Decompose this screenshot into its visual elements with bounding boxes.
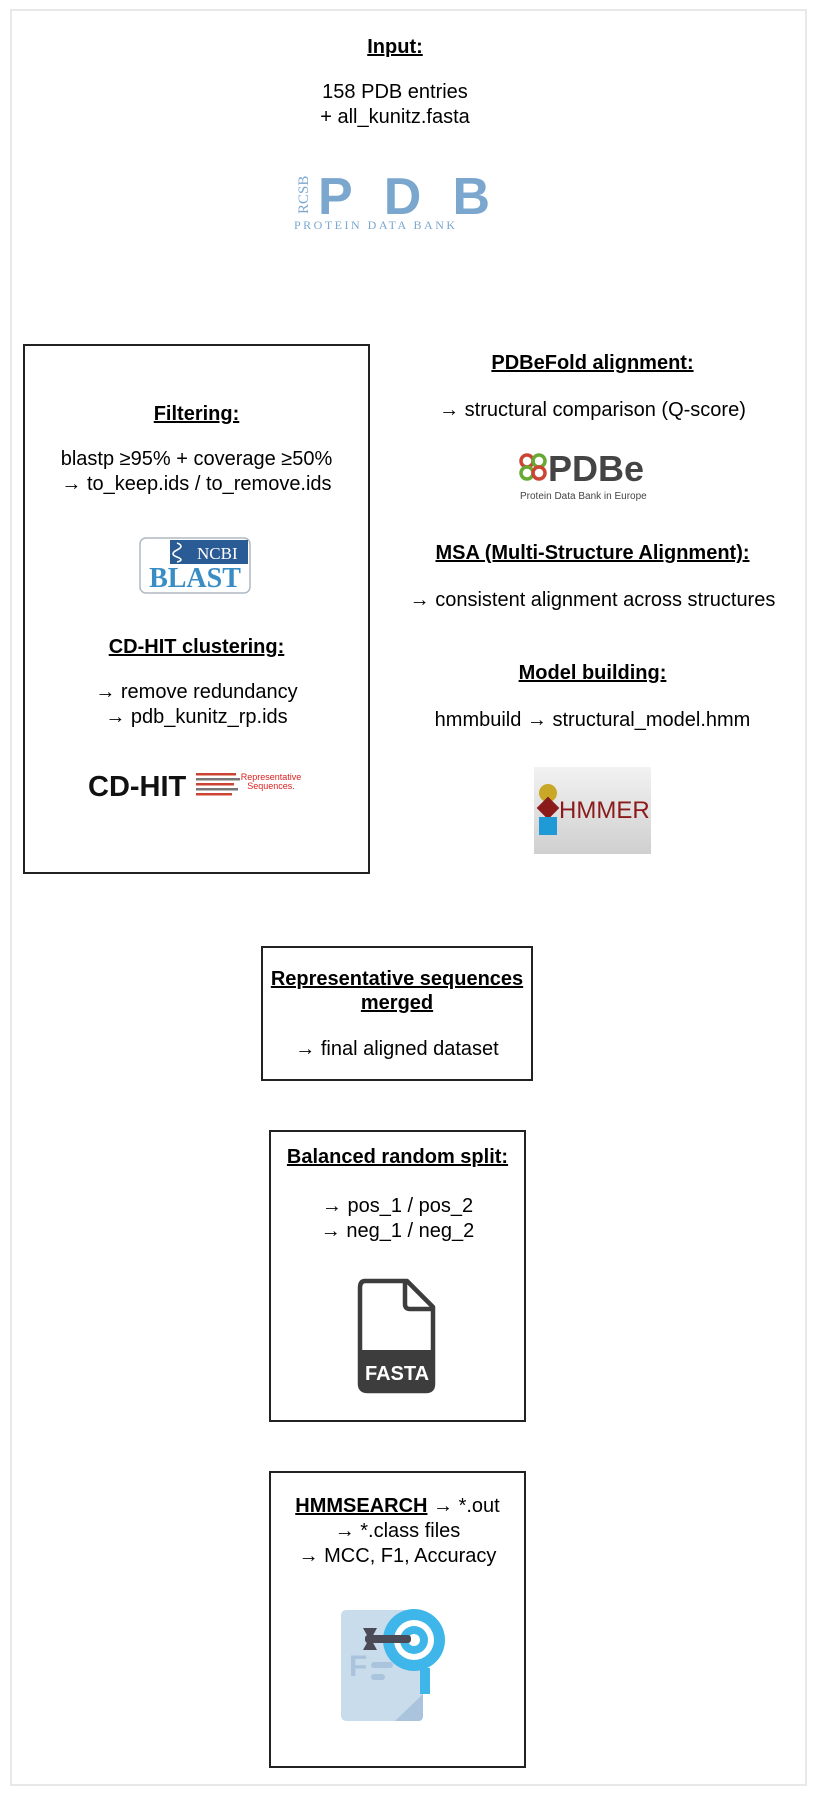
pdb-logo-side: RCSB [296, 176, 312, 214]
model-line: hmmbuild → structural_model.hmm [434, 709, 751, 731]
split-line-2: → neg_1 / neg_2 [320, 1220, 475, 1242]
fasta-icon-label: FASTA [365, 1363, 429, 1385]
input-line-1: 158 PDB entries [322, 81, 468, 103]
merged-heading-line-1: Representative sequences [270, 968, 524, 990]
split-line-1: → pos_1 / pos_2 [321, 1195, 474, 1217]
blast-logo-top: NCBI [197, 544, 238, 563]
search-line-1: → *.class files [334, 1520, 461, 1542]
model-heading: Model building: [518, 662, 667, 684]
pdbefold-section: PDBeFold alignment: → structural compari… [395, 352, 790, 423]
model-section: Model building: hmmbuild → structural_mo… [395, 662, 790, 733]
cdhit-logo: CD-HIT Representative Sequences. [88, 771, 302, 803]
split-section: Balanced random split: → pos_1 / pos_2 →… [271, 1146, 524, 1244]
blast-logo-bottom: BLAST [149, 563, 241, 594]
pdbe-logo-text: PDBe [548, 452, 644, 489]
search-box [269, 1471, 526, 1768]
input-section: Input: 158 PDB entries + all_kunitz.fast… [250, 36, 540, 130]
fasta-file-icon: FASTA [357, 1278, 436, 1394]
cdhit-heading: CD-HIT clustering: [108, 636, 285, 658]
filtering-line-1: blastp ≥95% + coverage ≥50% [60, 448, 333, 470]
cdhit-logo-tag: Representative Sequences. [240, 773, 302, 791]
input-line-2: + all_kunitz.fasta [320, 106, 470, 128]
split-box [269, 1130, 526, 1422]
cdhit-line-2: → pdb_kunitz_rp.ids [105, 706, 288, 728]
pdbefold-heading: PDBeFold alignment: [491, 352, 694, 374]
search-section: HMMSEARCH → *.out → *.class files → MCC,… [271, 1494, 524, 1569]
svg-text:F: F [349, 1650, 367, 1683]
pdb-logo: RCSB PDB PROTEIN DATA BANK [294, 170, 490, 232]
search-heading: HMMSEARCH [295, 1495, 428, 1517]
pdbe-logo-sub: Protein Data Bank in Europe [520, 491, 647, 502]
pdbe-logo: PDBe Protein Data Bank in Europe [519, 452, 647, 502]
search-line-2: → MCC, F1, Accuracy [298, 1545, 497, 1567]
msa-line: → consistent alignment across structures [409, 589, 776, 611]
merged-heading-line-2: merged [360, 992, 434, 1014]
pdbefold-line: → structural comparison (Q-score) [439, 399, 746, 421]
filtering-line-2: → to_keep.ids / to_remove.ids [61, 473, 332, 495]
filtering-box [23, 344, 370, 874]
blast-logo: NCBI BLAST [139, 537, 251, 594]
input-heading: Input: [367, 36, 423, 58]
cdhit-section: CD-HIT clustering: → remove redundancy →… [25, 636, 368, 730]
merged-section: Representative sequences merged → final … [263, 967, 531, 1062]
cdhit-logo-bars [196, 773, 240, 796]
filtering-section: Filtering: blastp ≥95% + coverage ≥50% →… [25, 403, 368, 497]
merged-line: → final aligned dataset [295, 1038, 499, 1060]
msa-heading: MSA (Multi-Structure Alignment): [435, 542, 750, 564]
merged-box [261, 946, 533, 1081]
hmmer-logo-text: HMMER [559, 797, 650, 824]
pdb-logo-text: PDB [318, 170, 490, 226]
filtering-heading: Filtering: [153, 403, 240, 425]
msa-section: MSA (Multi-Structure Alignment): → consi… [395, 542, 790, 613]
cdhit-line-1: → remove redundancy [95, 681, 298, 703]
hmmer-logo: HMMER [534, 767, 651, 854]
cdhit-logo-text: CD-HIT [88, 771, 187, 803]
search-heading-suffix: → *.out [427, 1495, 500, 1517]
diagram-frame [10, 9, 807, 1786]
evaluation-target-icon: F [341, 1609, 445, 1721]
split-heading: Balanced random split: [286, 1146, 509, 1168]
pdb-logo-sub: PROTEIN DATA BANK [294, 218, 458, 232]
